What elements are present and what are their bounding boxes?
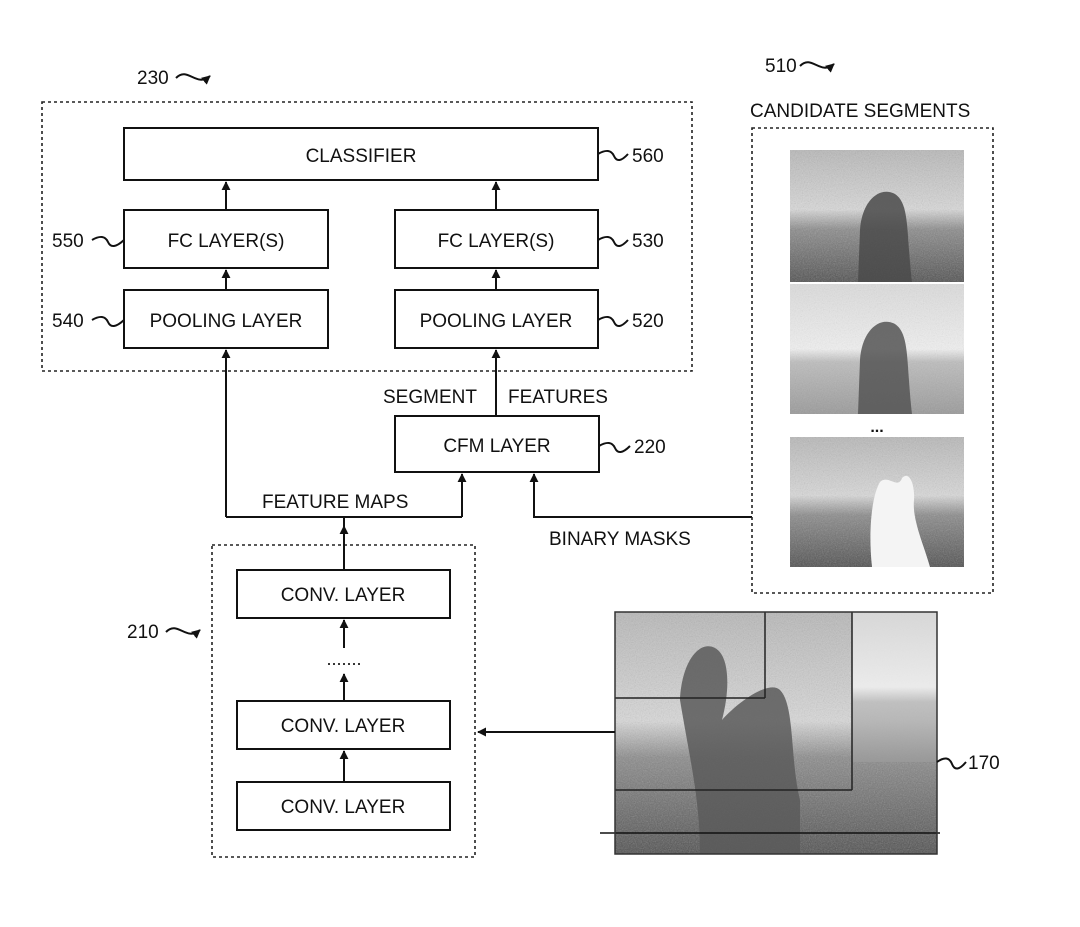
ref-560-leader xyxy=(597,150,629,161)
ref-170: 170 xyxy=(968,753,1000,774)
fc-layer-left-box: FC LAYER(S) 550 xyxy=(52,209,329,269)
candidate-segment-2 xyxy=(790,284,964,414)
candidate-segment-3 xyxy=(790,437,964,567)
pooling-layer-left-box: POOLING LAYER 540 xyxy=(52,289,329,349)
ref-510: 510 xyxy=(765,56,797,77)
classifier-label: CLASSIFIER xyxy=(306,146,417,167)
ref-560: 560 xyxy=(632,146,664,167)
conv-layer-mid-label: CONV. LAYER xyxy=(281,716,406,737)
ref-210: 210 xyxy=(127,622,159,643)
classifier-box: CLASSIFIER 560 xyxy=(123,127,664,181)
candidate-segments-title: CANDIDATE SEGMENTS xyxy=(750,101,970,122)
ref-170-leader xyxy=(936,757,967,770)
pooling-layer-right-box: POOLING LAYER 520 xyxy=(394,289,664,349)
fc-layer-right-label: FC LAYER(S) xyxy=(438,231,555,252)
backbone-210-group: 210 xyxy=(127,544,476,858)
candidate-segments-border xyxy=(751,127,994,594)
feature-maps-label: FEATURE MAPS xyxy=(262,492,408,513)
conv-layer-mid-box: CONV. LAYER xyxy=(236,700,451,750)
binary-masks-label: BINARY MASKS xyxy=(549,529,691,550)
cfm-layer-label: CFM LAYER xyxy=(443,436,550,457)
ref-220: 220 xyxy=(634,437,666,458)
ref-520: 520 xyxy=(632,311,664,332)
ref-520-leader xyxy=(597,316,629,327)
pooling-layer-left-label: POOLING LAYER xyxy=(150,311,303,332)
ref-530-leader xyxy=(597,236,629,247)
conv-layer-top-box: CONV. LAYER xyxy=(236,569,451,619)
candidate-segments-ellipsis: ... xyxy=(870,419,883,436)
input-image-170: 170 xyxy=(477,611,1000,855)
ref-550-leader xyxy=(91,236,125,247)
pooling-layer-right-label: POOLING LAYER xyxy=(420,311,573,332)
ref-550: 550 xyxy=(52,231,84,252)
conv-layer-top-label: CONV. LAYER xyxy=(281,585,406,606)
network-230-border xyxy=(41,101,693,372)
cfm-layer-box: CFM LAYER 220 xyxy=(394,415,666,473)
fc-layer-right-box: FC LAYER(S) 530 xyxy=(394,209,664,269)
conv-layer-bottom-label: CONV. LAYER xyxy=(281,797,406,818)
arrow-binary-masks-to-cfm xyxy=(529,473,752,518)
ref-230: 230 xyxy=(137,68,169,89)
ref-540: 540 xyxy=(52,311,84,332)
ref-230-squiggle-arrow xyxy=(175,73,211,85)
conv-ellipsis: ....... xyxy=(326,649,361,669)
fc-layer-left-label: FC LAYER(S) xyxy=(168,231,285,252)
conv-layer-bottom-box: CONV. LAYER xyxy=(236,781,451,831)
ref-220-leader xyxy=(598,442,631,453)
ref-530: 530 xyxy=(632,231,664,252)
features-label: FEATURES xyxy=(508,387,608,408)
ref-510-squiggle-arrow xyxy=(799,61,835,73)
ref-210-squiggle-arrow xyxy=(165,627,201,639)
ref-540-leader xyxy=(91,316,125,327)
candidate-segments-510-group: 510 CANDIDATE SEGMENTS ... xyxy=(750,56,994,594)
network-230-group: 230 xyxy=(41,68,693,372)
segment-label: SEGMENT xyxy=(383,387,477,408)
binary-mask-shape xyxy=(870,475,930,567)
candidate-segment-1 xyxy=(790,150,964,282)
